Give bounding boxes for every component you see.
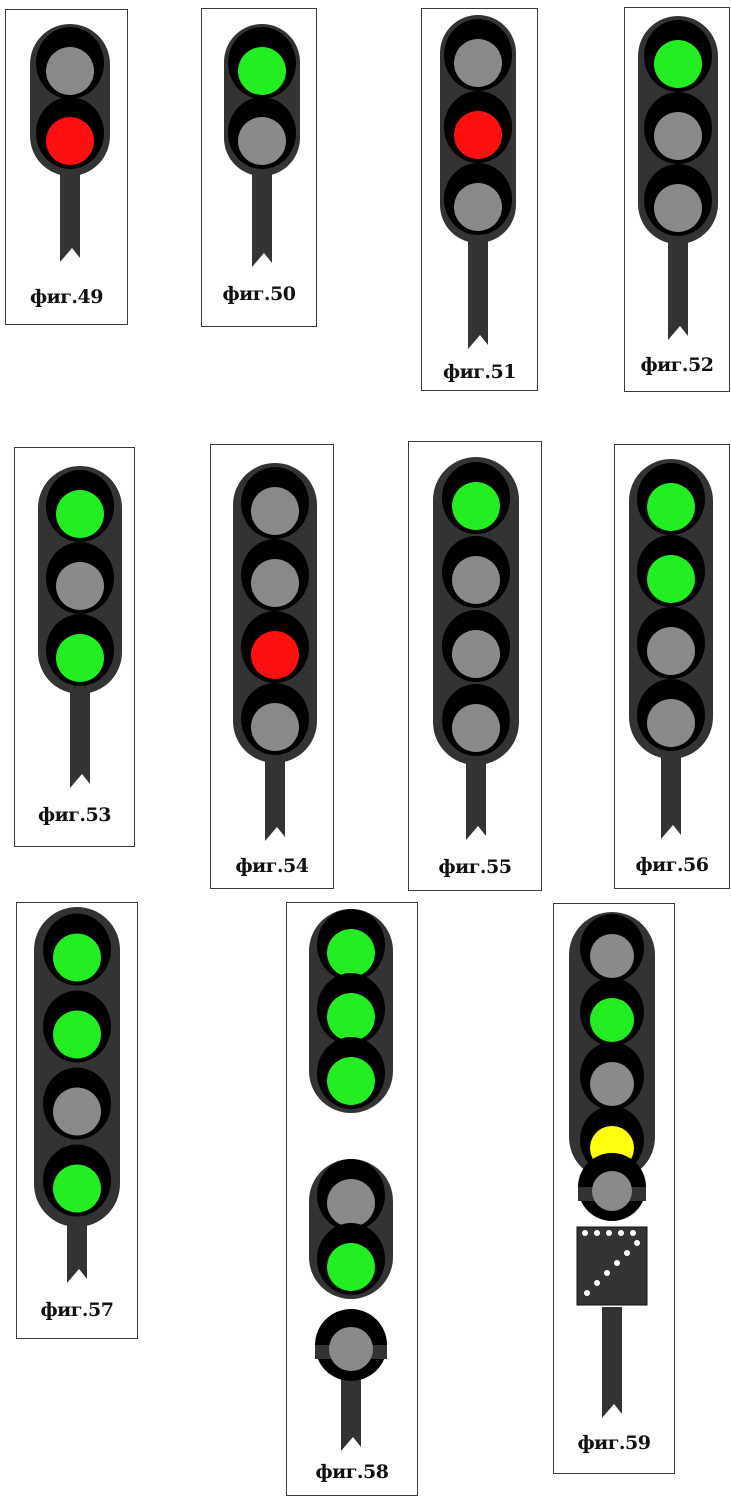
signal-diagram	[211, 445, 333, 888]
lamp-green	[53, 934, 101, 982]
figure-caption: фиг.56	[615, 854, 729, 876]
lamp-off	[454, 183, 502, 231]
lamp-off	[329, 1327, 373, 1371]
lamp-off	[327, 1179, 375, 1227]
figure-50: фиг.50	[201, 8, 317, 327]
lamp-green	[327, 1243, 375, 1291]
signal-diagram	[409, 442, 541, 890]
figure-caption: фиг.49	[6, 286, 127, 308]
signal-pole	[265, 753, 285, 841]
figure-58: фиг.58	[286, 902, 418, 1496]
lamp-red	[251, 631, 299, 679]
indicator-dot	[584, 1290, 590, 1296]
indicator-dot	[604, 1270, 610, 1276]
lamp-green	[647, 555, 695, 603]
indicator-dot	[618, 1230, 624, 1236]
signal-pole	[252, 166, 272, 267]
lamp-off	[452, 556, 500, 604]
signal-diagram	[287, 903, 417, 1495]
lamp-off	[454, 39, 502, 87]
lamp-off	[592, 1171, 632, 1211]
figure-caption: фиг.53	[15, 804, 134, 826]
lamp-green	[327, 993, 375, 1041]
figure-caption: фиг.51	[422, 361, 537, 383]
lamp-off	[46, 47, 94, 95]
lamp-off	[647, 699, 695, 747]
figure-caption: фиг.58	[287, 1461, 417, 1483]
lamp-off	[251, 559, 299, 607]
indicator-dot	[594, 1230, 600, 1236]
figure-caption: фиг.50	[202, 283, 316, 305]
signal-pole	[602, 1307, 622, 1418]
lamp-green	[53, 1165, 101, 1213]
lamp-green	[56, 490, 104, 538]
signal-diagram	[554, 904, 674, 1473]
signal-diagram	[422, 9, 537, 390]
indicator-dot	[624, 1250, 630, 1256]
lamp-off	[452, 630, 500, 678]
signal-diagram	[625, 8, 729, 391]
lamp-off	[452, 704, 500, 752]
figure-59: фиг.59	[553, 903, 675, 1474]
lamp-red	[454, 111, 502, 159]
indicator-dot	[634, 1240, 640, 1246]
figure-52: фиг.52	[624, 7, 730, 392]
indicator-dot	[630, 1230, 636, 1236]
indicator-dot	[614, 1260, 620, 1266]
lamp-green	[590, 998, 634, 1042]
lamp-off	[251, 703, 299, 751]
figure-51: фиг.51	[421, 8, 538, 391]
lamp-green	[452, 482, 500, 530]
lamp-green	[238, 47, 286, 95]
lamp-green	[56, 634, 104, 682]
signal-pole	[668, 234, 688, 340]
signal-diagram	[17, 903, 137, 1338]
figure-caption: фиг.52	[625, 354, 729, 376]
signal-pole	[70, 684, 90, 788]
signal-diagram	[615, 445, 729, 888]
signal-diagram	[202, 9, 316, 326]
lamp-off	[654, 112, 702, 160]
indicator-dot	[582, 1230, 588, 1236]
lamp-red	[46, 117, 94, 165]
lamp-off	[647, 627, 695, 675]
signal-diagram	[6, 10, 127, 324]
lamp-off	[56, 562, 104, 610]
lamp-off	[251, 487, 299, 535]
lamp-green	[327, 929, 375, 977]
indicator-dot	[594, 1280, 600, 1286]
figure-caption: фиг.54	[211, 855, 333, 877]
signal-pole	[468, 233, 488, 349]
signal-pole	[60, 166, 80, 262]
lamp-off	[238, 117, 286, 165]
indicator-dot	[606, 1230, 612, 1236]
figure-53: фиг.53	[14, 447, 135, 847]
figure-57: фиг.57	[16, 902, 138, 1339]
figure-49: фиг.49	[5, 9, 128, 325]
lamp-green	[647, 483, 695, 531]
figure-caption: фиг.55	[409, 856, 541, 878]
lamp-off	[53, 1088, 101, 1136]
lamp-off	[654, 184, 702, 232]
figure-55: фиг.55	[408, 441, 542, 891]
signal-pole	[661, 749, 681, 839]
lamp-off	[590, 934, 634, 978]
signal-diagram	[15, 448, 134, 846]
lamp-off	[590, 1062, 634, 1106]
signal-pole	[466, 755, 486, 840]
figure-caption: фиг.57	[17, 1299, 137, 1321]
lamp-green	[327, 1057, 375, 1105]
lamp-green	[53, 1011, 101, 1059]
figure-54: фиг.54	[210, 444, 334, 889]
figure-56: фиг.56	[614, 444, 730, 889]
figure-caption: фиг.59	[554, 1432, 674, 1454]
lamp-green	[654, 40, 702, 88]
